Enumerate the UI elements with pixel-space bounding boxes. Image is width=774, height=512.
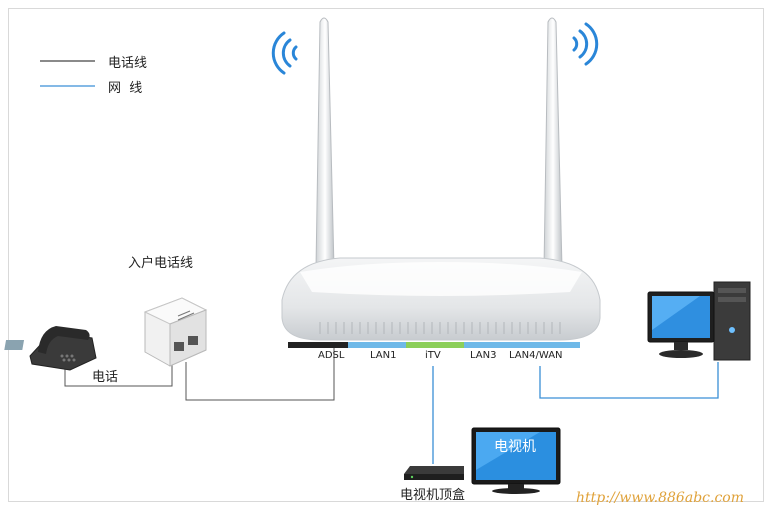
phone-label: 电话 [92,370,119,385]
port-segment-lan1 [348,342,406,348]
port-label-lan4-wan: LAN4/WAN [509,350,563,361]
wifi-signal-left-icon [271,31,298,75]
port-label-adsl: ADSL [318,350,345,361]
port-segment-lan3 [464,342,506,348]
port-strip [288,342,580,348]
port-label-lan3: LAN3 [470,350,497,361]
port-segment-itv [406,342,464,348]
telephone-icon [4,326,97,371]
desktop-computer-icon [647,281,751,361]
phone-wire-splitter-to-adsl [185,348,335,401]
legend-phone-line-label: 电话线 [108,56,148,71]
wireless-router-icon [281,17,601,341]
splitter-label: 入户电话线 [128,256,194,271]
watermark: http://www.886abc.com [576,490,744,506]
splitter-icon [143,297,208,367]
tv-screen-text: 电视机 [494,439,536,455]
port-segment-adsl [288,342,348,348]
legend-network-line-label: 网 线 [108,81,143,96]
phone-wire-splitter-to-phone [64,360,173,387]
wifi-signal-right-icon [572,22,599,66]
port-label-itv: iTV [425,350,441,361]
diagram-frame [8,8,764,502]
network-wire-lan4-to-computer [539,362,719,399]
port-label-lan1: LAN1 [370,350,397,361]
tv-icon [471,427,561,494]
stb-label: 电视机顶盒 [400,488,466,503]
set-top-box-icon [404,466,464,480]
port-segment-lan4-wan [506,342,580,348]
